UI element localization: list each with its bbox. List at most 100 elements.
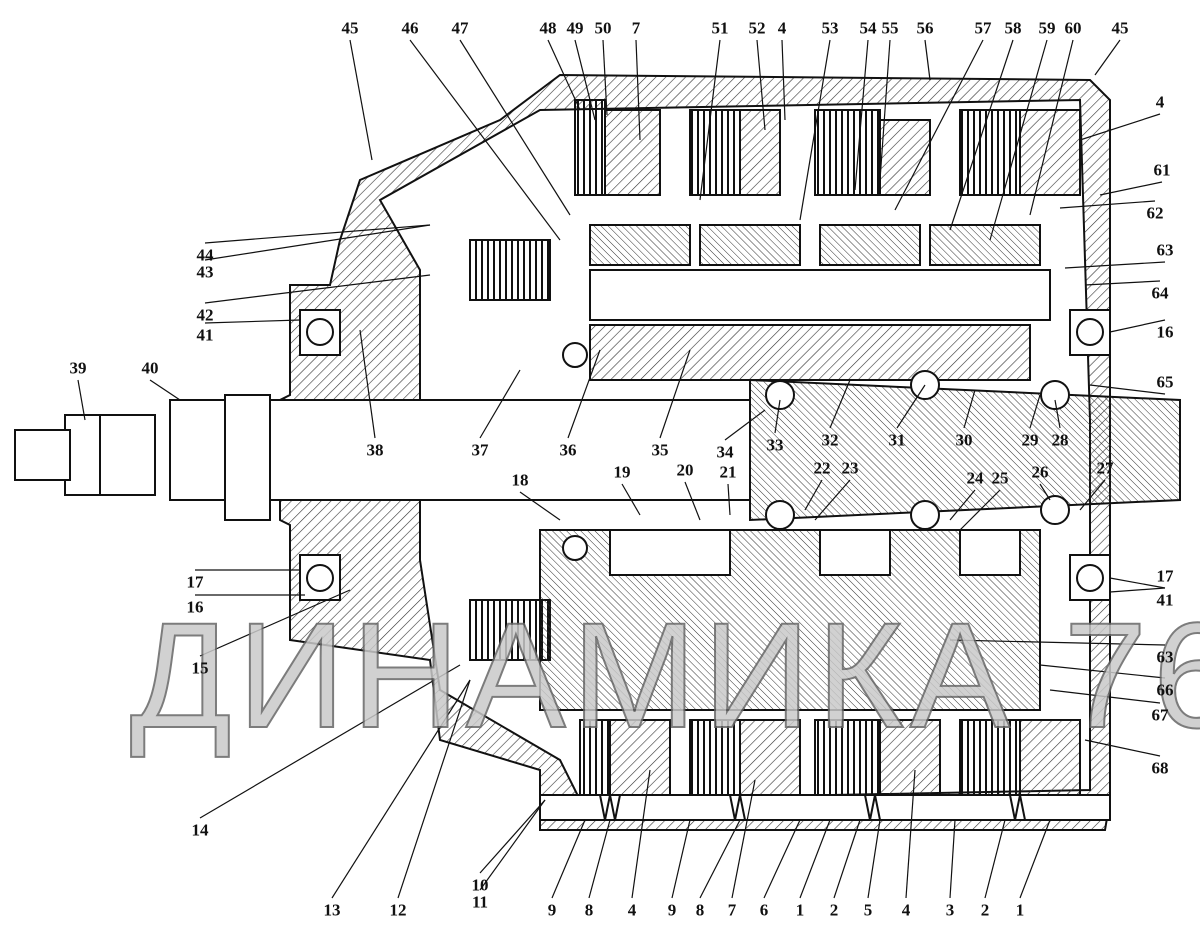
leader-line xyxy=(1049,689,1161,704)
callout-middle-9: 29 xyxy=(1021,430,1039,450)
leader-line xyxy=(1109,587,1166,593)
output-shaft xyxy=(749,378,1181,522)
callout-middle-17: 24 xyxy=(966,468,984,488)
leader-line xyxy=(1059,200,1156,209)
leader-line xyxy=(699,39,721,201)
leader-line xyxy=(479,799,546,891)
callout-bottom-9: 7 xyxy=(727,900,737,920)
callout-middle-13: 20 xyxy=(676,460,694,480)
leader-line xyxy=(963,389,976,429)
callout-middle-6: 32 xyxy=(821,430,839,450)
clutch-pack xyxy=(469,239,551,301)
watermark: ДИНАМИКА 76 xyxy=(129,591,1200,759)
leader-line xyxy=(1084,280,1161,286)
leader-line xyxy=(1084,739,1161,757)
leader-line xyxy=(804,479,823,511)
callout-middle-18: 25 xyxy=(991,468,1009,488)
callout-top-6: 7 xyxy=(631,18,641,38)
callout-right-8: 41 xyxy=(1156,590,1174,610)
leader-line xyxy=(479,799,546,874)
callout-right-10: 66 xyxy=(1156,680,1174,700)
callout-middle-20: 27 xyxy=(1096,458,1114,478)
leader-line xyxy=(204,224,431,261)
leader-line xyxy=(1029,394,1041,429)
callout-bottom-16: 2 xyxy=(980,900,990,920)
callout-top-18: 45 xyxy=(1111,18,1129,38)
leader-line xyxy=(574,39,596,121)
leader-line xyxy=(199,589,351,657)
leader-line xyxy=(602,39,608,116)
callout-left-9: 14 xyxy=(191,820,209,840)
callout-top-7: 51 xyxy=(711,18,729,38)
callout-left-1: 43 xyxy=(196,262,214,282)
leader-line xyxy=(756,39,766,131)
callout-top-8: 52 xyxy=(748,18,766,38)
leader-line xyxy=(829,379,851,429)
callout-bottom-5: 8 xyxy=(584,900,594,920)
leader-line xyxy=(1089,384,1166,395)
leader-line xyxy=(1054,399,1061,429)
callout-top-14: 57 xyxy=(974,18,992,38)
leader-line xyxy=(459,39,571,216)
leader-line xyxy=(894,39,984,211)
callout-top-11: 54 xyxy=(859,18,877,38)
shaft-end xyxy=(64,414,156,496)
leader-line xyxy=(204,274,431,304)
leader-line xyxy=(199,664,461,819)
callout-left-4: 39 xyxy=(69,358,87,378)
leader-line xyxy=(519,491,561,521)
leader-line xyxy=(631,769,651,899)
leader-line xyxy=(1109,319,1166,333)
leader-line xyxy=(1064,261,1166,269)
callout-right-12: 68 xyxy=(1151,758,1169,778)
callout-top-3: 48 xyxy=(539,18,557,38)
leader-line xyxy=(949,39,1014,231)
callout-bottom-0: 13 xyxy=(323,900,341,920)
leader-line xyxy=(896,384,926,429)
callout-top-2: 47 xyxy=(451,18,469,38)
leader-line xyxy=(349,39,373,161)
callout-top-13: 56 xyxy=(916,18,934,38)
leader-line xyxy=(814,479,851,521)
callout-bottom-11: 1 xyxy=(795,900,805,920)
callout-middle-11: 18 xyxy=(511,470,529,490)
leader-line xyxy=(1099,181,1163,196)
leader-line xyxy=(763,819,801,899)
callout-left-0: 44 xyxy=(196,245,214,265)
callout-middle-4: 34 xyxy=(716,442,734,462)
callout-middle-19: 26 xyxy=(1031,462,1049,482)
callout-top-0: 45 xyxy=(341,18,359,38)
callout-top-9: 4 xyxy=(777,18,787,38)
callout-top-4: 49 xyxy=(566,18,584,38)
leader-line xyxy=(905,769,916,899)
callout-bottom-14: 4 xyxy=(901,900,911,920)
leader-line xyxy=(833,819,861,899)
leader-line xyxy=(867,819,881,899)
callout-left-6: 17 xyxy=(186,572,204,592)
callout-left-7: 16 xyxy=(186,597,204,617)
callout-right-6: 65 xyxy=(1156,372,1174,392)
leader-line xyxy=(551,819,586,899)
leader-line xyxy=(699,819,741,899)
leader-line xyxy=(1039,664,1166,679)
leader-line xyxy=(635,39,641,141)
callout-right-2: 62 xyxy=(1146,203,1164,223)
leader-line xyxy=(547,39,581,111)
callout-middle-12: 19 xyxy=(613,462,631,482)
callout-bottom-15: 3 xyxy=(945,900,955,920)
callout-top-10: 53 xyxy=(821,18,839,38)
leader-line xyxy=(588,819,611,899)
leader-line xyxy=(774,399,781,434)
callout-middle-0: 38 xyxy=(366,440,384,460)
leader-line xyxy=(204,319,301,324)
callout-left-2: 42 xyxy=(196,305,214,325)
callout-bottom-1: 12 xyxy=(389,900,407,920)
callout-middle-5: 33 xyxy=(766,435,784,455)
leader-line xyxy=(621,483,641,516)
leader-line xyxy=(959,489,1001,531)
callout-bottom-4: 9 xyxy=(547,900,557,920)
leader-line xyxy=(727,483,731,516)
leader-line xyxy=(567,349,601,439)
